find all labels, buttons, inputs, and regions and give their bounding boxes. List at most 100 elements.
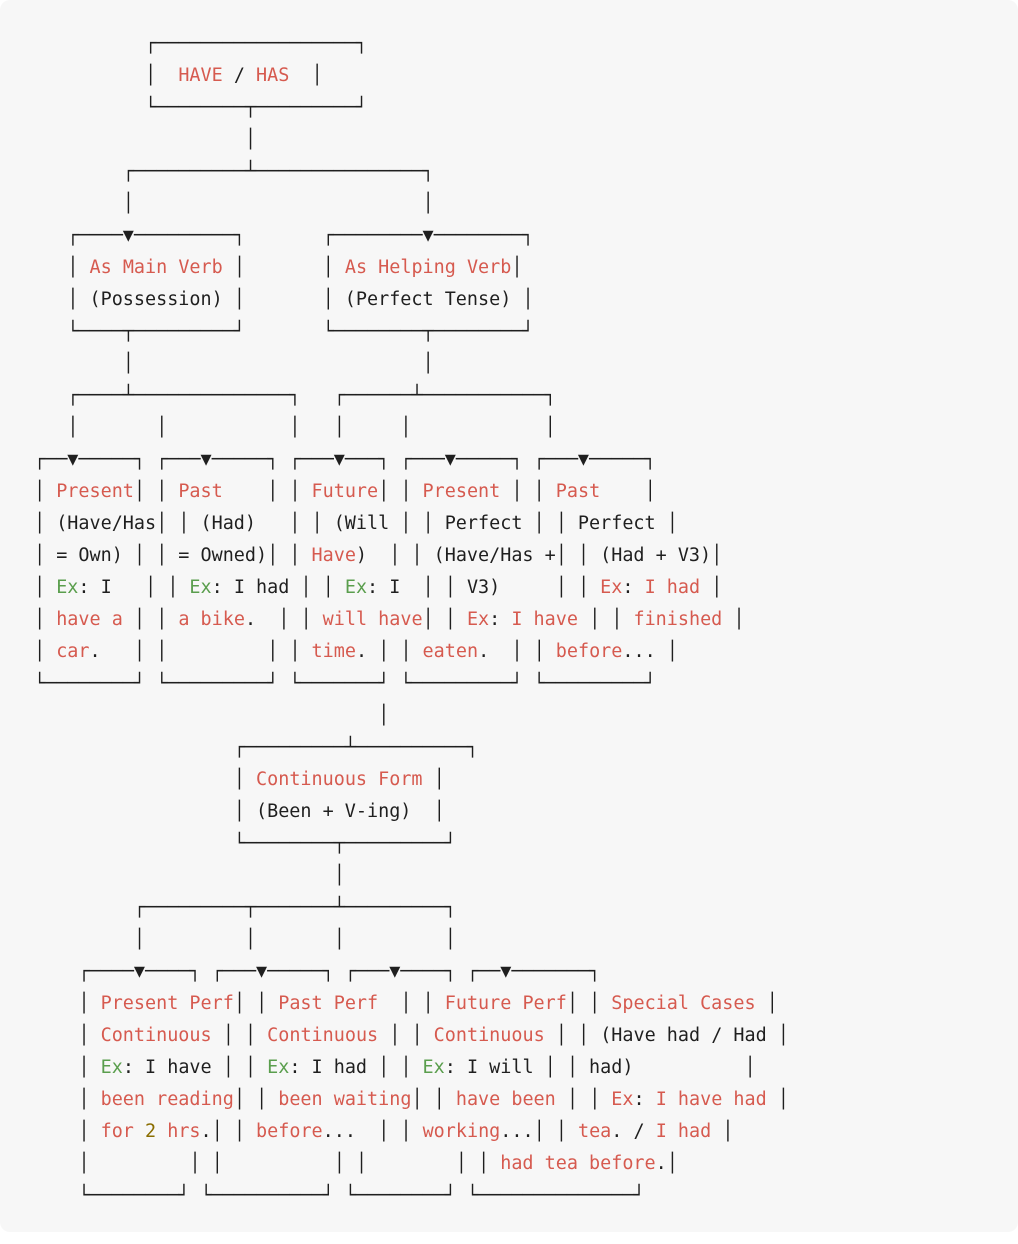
- diagram-text: │: [34, 1057, 101, 1078]
- diagram-text: Ex: [344, 577, 368, 598]
- diagram-text: │ │: [378, 993, 445, 1014]
- diagram-text: │: [34, 481, 57, 502]
- diagram-text: │ │ │ │ │ │ │: [34, 1153, 501, 1174]
- diagram-text: I had: [644, 577, 701, 598]
- diagram-text: been reading: [100, 1089, 234, 1110]
- diagram-text: Present: [422, 481, 501, 502]
- diagram-text: ┌─────────┴──────────┐: [34, 737, 479, 758]
- diagram-text: │ │ │ │ │ │: [34, 417, 556, 438]
- diagram-line: ┌─────────┬───────┴─────────┐: [34, 892, 789, 924]
- diagram-text: ...│ │: [500, 1121, 578, 1142]
- diagram-text: Ex: [189, 577, 212, 598]
- diagram-text: will have: [322, 609, 423, 630]
- diagram-text: │: [34, 865, 345, 886]
- diagram-text: Ex: [56, 577, 79, 598]
- diagram-text: Ex: [422, 1057, 445, 1078]
- diagram-line: │ (Have/Has│ │ (Had) │ │ (Will │ │ Perfe…: [34, 508, 789, 540]
- diagram-text: ┌──▼─────┐ ┌───▼─────┐ ┌───▼───┐ ┌───▼──…: [34, 449, 656, 470]
- diagram-text: I have: [511, 609, 578, 630]
- diagram-line: ┌──────────┴───────────────┐: [34, 156, 789, 188]
- diagram-text: Have: [311, 545, 356, 566]
- diagram-text: │: [34, 1121, 101, 1142]
- diagram-text: ) │ │ (Have/Has +│ │ (Had + V3)│: [355, 545, 723, 566]
- diagram-text: Future Perf: [444, 993, 567, 1014]
- diagram-line: └────────┬─────────┘: [34, 828, 789, 860]
- diagram-text: : I had │ │: [211, 577, 345, 598]
- diagram-text: have a: [56, 609, 123, 630]
- diagram-line: │ Present Perf│ │ Past Perf │ │ Future P…: [34, 988, 789, 1020]
- diagram-line: │ for 2 hrs.│ │ before... │ │ working...…: [34, 1116, 789, 1148]
- diagram-line: └────────┬─────────┘: [34, 92, 789, 124]
- diagram-text: 2: [145, 1121, 157, 1142]
- diagram-text: │ │: [378, 1025, 434, 1046]
- diagram-text: └────────┬─────────┘: [34, 833, 456, 854]
- diagram-line: │ │ │ │ │ │: [34, 412, 789, 444]
- diagram-text: ┌────▼────┐ ┌───▼─────┐ ┌───▼────┐ ┌──▼─…: [34, 961, 601, 982]
- diagram-line: │: [34, 700, 789, 732]
- diagram-text: Past: [178, 481, 223, 502]
- diagram-text: └────────┘ └──────────┘ └────────┘ └────…: [34, 1185, 645, 1206]
- diagram-text: │ │: [222, 257, 345, 278]
- diagram-text: Past Perf: [278, 993, 379, 1014]
- diagram-line: │ been reading│ │ been waiting│ │ have b…: [34, 1084, 789, 1116]
- diagram-text: . /: [611, 1121, 656, 1142]
- diagram-text: Ex: [100, 1057, 123, 1078]
- diagram-text: .│ │: [200, 1121, 257, 1142]
- diagram-text: ... │ │: [322, 1121, 423, 1142]
- diagram-text: have been: [455, 1089, 556, 1110]
- diagram-line: │ Continuous Form │: [34, 764, 789, 796]
- diagram-text: a bike: [178, 609, 245, 630]
- diagram-text: : I │ │ V3) │ │: [367, 577, 601, 598]
- diagram-line: │ Present│ │ Past │ │ Future│ │ Present …: [34, 476, 789, 508]
- diagram-text: HAVE: [178, 65, 223, 86]
- diagram-text: :: [633, 1089, 656, 1110]
- diagram-line: ┌─────────┴──────────┐: [34, 732, 789, 764]
- diagram-text: │: [34, 1025, 101, 1046]
- diagram-text: : I │ │: [78, 577, 190, 598]
- diagram-text: :: [622, 577, 645, 598]
- diagram-text: ┌──────────┴───────────────┐: [34, 161, 434, 182]
- diagram-text: Present Perf: [100, 993, 234, 1014]
- diagram-text: │ │: [555, 1089, 612, 1110]
- diagram-line: │ │ │ │: [34, 924, 789, 956]
- diagram-text: tea: [577, 1121, 612, 1142]
- diagram-text: time: [311, 641, 356, 662]
- diagram-text: │ │: [222, 481, 312, 502]
- diagram-text: I had: [655, 1121, 712, 1142]
- diagram-text: ┌──────────────────┐: [34, 33, 368, 54]
- diagram-text: │ │: [233, 1089, 279, 1110]
- diagram-text: │ │: [378, 481, 423, 502]
- diagram-text: └────────┬─────────┘: [34, 97, 368, 118]
- diagram-text: Continuous: [267, 1025, 379, 1046]
- diagram-text: └────────┘ └─────────┘ └───────┘ └──────…: [34, 673, 656, 694]
- diagram-line: │ As Main Verb │ │ As Helping Verb│: [34, 252, 789, 284]
- diagram-text: Ex: [611, 1089, 634, 1110]
- diagram-text: │: [34, 769, 257, 790]
- diagram-text: │: [34, 129, 257, 150]
- diagram-text: . │ │: [244, 609, 323, 630]
- diagram-line: ┌──▼─────┐ ┌───▼─────┐ ┌───▼───┐ ┌───▼──…: [34, 444, 789, 476]
- diagram-text: .│: [655, 1153, 678, 1174]
- diagram-text: ┌─────────┬───────┴─────────┐: [34, 897, 456, 918]
- diagram-text: Ex: [600, 577, 623, 598]
- diagram-line: └────────┘ └──────────┘ └────────┘ └────…: [34, 1180, 789, 1212]
- diagram-text: : I have │ │: [122, 1057, 268, 1078]
- diagram-text: been waiting: [278, 1089, 412, 1110]
- diagram-line: │ = Own) │ │ = Owned)│ │ Have) │ │ (Have…: [34, 540, 789, 572]
- diagram-text: hrs: [156, 1121, 201, 1142]
- diagram-text: . │ │: [478, 641, 556, 662]
- diagram-line: └────────┘ └─────────┘ └───────┘ └──────…: [34, 668, 789, 700]
- diagram-text: │: [34, 577, 57, 598]
- diagram-text: Future: [311, 481, 379, 502]
- diagram-text: │: [34, 65, 179, 86]
- diagram-text: ┌────▼─────────┐ ┌────────▼────────┐: [34, 225, 534, 246]
- diagram-text: working: [422, 1121, 501, 1142]
- diagram-text: I have had: [655, 1089, 767, 1110]
- diagram-line: │: [34, 124, 789, 156]
- diagram-text: ... │: [622, 641, 678, 662]
- diagram-text: Ex: [466, 609, 490, 630]
- diagram-text: car: [56, 641, 90, 662]
- diagram-text: before: [256, 1121, 323, 1142]
- diagram-text: │: [34, 705, 390, 726]
- diagram-line: │ │: [34, 188, 789, 220]
